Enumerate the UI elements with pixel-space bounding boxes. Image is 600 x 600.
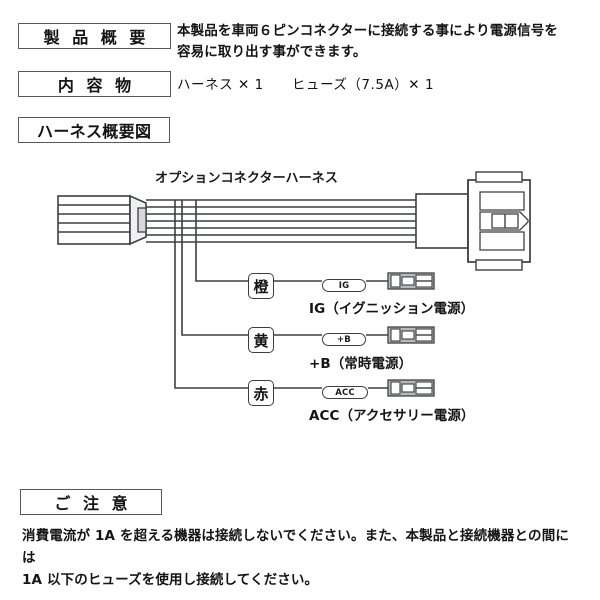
section-heading-diagram: ハーネス概要図 (18, 117, 170, 143)
right-connector-icon (415, 171, 531, 271)
contents-body-text: ハーネス ✕ 1 ヒューズ（7.5A）✕ 1 (177, 77, 435, 93)
branch-caption-plus-b: +B（常時電源） (309, 356, 413, 372)
fuse-holder-icon-b (387, 326, 435, 344)
branch-caption-acc: ACC（アクセサリー電源） (309, 408, 475, 424)
wire-bundle (146, 199, 416, 243)
wire-color-box-yellow: 黄 (248, 327, 274, 353)
section-heading-overview: 製 品 概 要 (18, 23, 171, 49)
left-connector-icon (57, 194, 147, 246)
branch-caption-ig: IG（イグニッション電源） (309, 301, 475, 317)
section-heading-caution: ご 注 意 (20, 489, 162, 515)
branch-wires (174, 200, 248, 389)
harness-diagram-svg (57, 171, 531, 397)
fuse-holder-icon-acc (387, 379, 435, 397)
branch-tail-wires (274, 280, 388, 389)
wire-tag-ig: IG (322, 279, 366, 292)
wire-color-box-red: 赤 (248, 380, 274, 406)
wire-tag-acc: ACC (322, 386, 368, 399)
harness-name-label: オプションコネクターハーネス (155, 171, 339, 186)
caution-body-text: 消費電流が 1A を超える機器は接続しないでください。また、本製品と接続機器との… (22, 528, 569, 588)
wire-color-box-orange: 橙 (248, 273, 274, 299)
harness-diagram (0, 150, 600, 470)
wire-tag-plus-b: +B (322, 333, 366, 346)
fuse-holder-icon-ig (387, 272, 435, 290)
overview-body-text: 本製品を車両６ピンコネクターに接続する事により電源信号を 容易に取り出す事ができ… (177, 23, 558, 60)
section-heading-contents: 内 容 物 (18, 71, 171, 97)
